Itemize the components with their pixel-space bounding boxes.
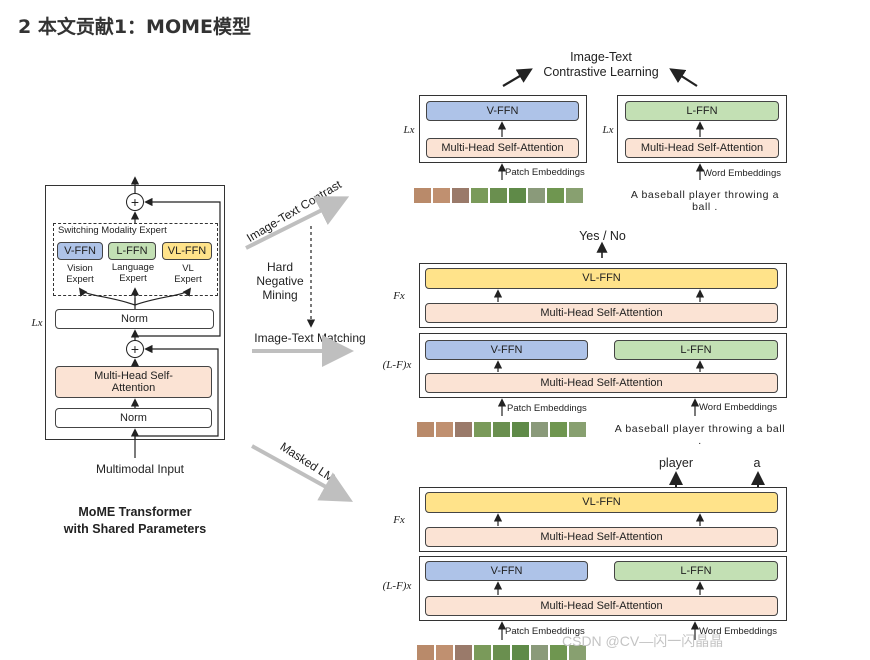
left-norm-lower: Norm: [55, 408, 212, 428]
bottom-word-embeddings: Word Embeddings: [699, 626, 777, 637]
top-image-attention: Multi-Head Self-Attention: [426, 138, 579, 158]
hard-negative-text: Hard Negative Mining: [256, 260, 304, 302]
bottom-lfx: (L-F)x: [382, 580, 412, 592]
middle-fx: Fx: [393, 290, 405, 302]
top-l-ffn: L-FFN: [625, 101, 779, 121]
vision-expert-label: Vision Expert: [66, 263, 94, 285]
middle-modality-attention: Multi-Head Self-Attention: [425, 373, 778, 393]
mlm-output-player: player: [658, 456, 694, 470]
top-text-lx: Lx: [602, 124, 614, 136]
language-expert-label: Language Expert: [111, 262, 155, 284]
task-hard-negative-mining: Hard Negative Mining: [250, 260, 310, 302]
page-heading: 2 本文贡献1：MOME模型: [18, 16, 252, 38]
transformer-caption-line1: MoME Transformer: [78, 505, 192, 519]
bottom-fusion-attention: Multi-Head Self-Attention: [425, 527, 778, 547]
middle-word-embeddings: Word Embeddings: [699, 402, 777, 413]
middle-l-ffn: L-FFN: [614, 340, 778, 360]
watermark: CSDN @CV—闪一闪晶晶: [562, 633, 724, 649]
bottom-v-ffn: V-FFN: [425, 561, 588, 581]
bottom-l-ffn: L-FFN: [614, 561, 778, 581]
bottom-patch-embeddings: Patch Embeddings: [505, 626, 585, 637]
middle-fusion-attention: Multi-Head Self-Attention: [425, 303, 778, 323]
middle-vl-ffn: VL-FFN: [425, 268, 778, 289]
top-sentence: A baseball player throwing a ball .: [630, 189, 780, 214]
vl-expert-label: VL Expert: [174, 263, 202, 285]
middle-v-ffn: V-FFN: [425, 340, 588, 360]
top-v-ffn: V-FFN: [426, 101, 579, 121]
top-word-embeddings: Word Embeddings: [703, 168, 781, 179]
matching-output: Yes / No: [579, 229, 626, 243]
left-lx-label: Lx: [31, 317, 43, 329]
residual-add-top-icon: +: [126, 193, 144, 211]
contrastive-title-line1: Image-Text: [570, 50, 632, 64]
transformer-caption-line2: with Shared Parameters: [63, 522, 207, 536]
top-image-patches: [414, 188, 583, 203]
bottom-modality-attention: Multi-Head Self-Attention: [425, 596, 778, 616]
middle-patch-embeddings: Patch Embeddings: [507, 403, 587, 414]
left-vl-ffn: VL-FFN: [162, 242, 212, 260]
left-attention: Multi-Head Self-Attention: [55, 366, 212, 398]
middle-lfx: (L-F)x: [382, 359, 412, 371]
middle-image-patches: [417, 422, 586, 437]
switching-expert-title: Switching Modality Expert: [58, 225, 167, 236]
top-text-attention: Multi-Head Self-Attention: [625, 138, 779, 158]
bottom-fx: Fx: [393, 514, 405, 526]
contrastive-title-line2: Contrastive Learning: [543, 65, 659, 79]
left-norm-upper: Norm: [55, 309, 214, 329]
middle-sentence: A baseball player throwing a ball .: [614, 423, 786, 448]
multimodal-input-label: Multimodal Input: [95, 462, 185, 476]
bottom-vl-ffn: VL-FFN: [425, 492, 778, 513]
left-l-ffn: L-FFN: [108, 242, 156, 260]
top-patch-embeddings: Patch Embeddings: [505, 167, 585, 178]
mlm-output-a: a: [753, 456, 761, 470]
left-v-ffn: V-FFN: [57, 242, 103, 260]
top-image-lx: Lx: [403, 124, 415, 136]
